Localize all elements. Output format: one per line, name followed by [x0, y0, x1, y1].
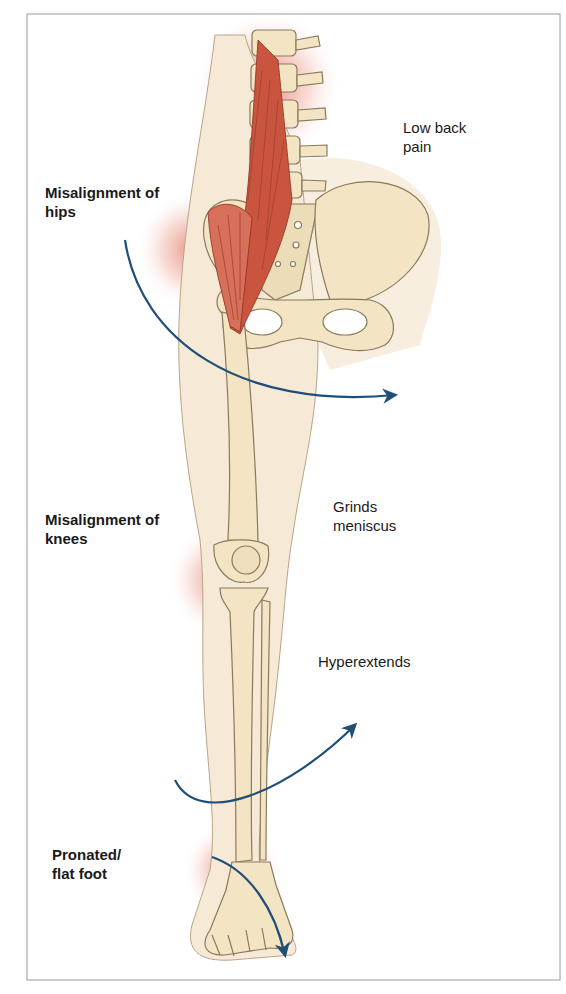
- callout-label: Misalignment of knees: [45, 510, 185, 548]
- callout-label: Misalignment of hips: [45, 183, 185, 221]
- skin: [179, 35, 441, 960]
- psoas-muscle: [208, 40, 292, 334]
- misalignment-arrows: [125, 240, 395, 955]
- callout-label: Hyperextends: [318, 652, 438, 671]
- callout-label: Low back pain: [403, 118, 488, 156]
- frame: [27, 14, 560, 980]
- pelvis: [204, 182, 429, 351]
- callout-label: Pronated/ flat foot: [52, 845, 134, 883]
- callout-label: Grinds meniscus: [333, 497, 433, 535]
- leg-bones: [205, 287, 293, 956]
